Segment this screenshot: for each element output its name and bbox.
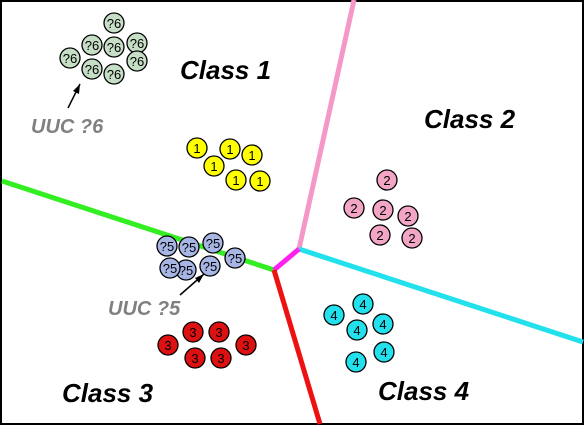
class2-point-label: 2 [383, 173, 390, 188]
class1-point [249, 170, 271, 192]
uuc6-point-label: ?6 [63, 51, 77, 66]
uuc6-point-label: ?6 [130, 54, 144, 69]
class4-point-label: 4 [379, 317, 386, 332]
class4-point-label: 4 [352, 355, 359, 370]
class4-point [346, 319, 368, 341]
class4-point-label: 4 [353, 323, 360, 338]
uuc5-pointer-arrow [179, 273, 205, 296]
uuc5-point [202, 232, 224, 254]
class4-point [323, 304, 345, 326]
class3-point [235, 334, 257, 356]
class2-point [397, 205, 419, 227]
uuc5-point [178, 236, 200, 258]
uuc6-point-label: ?6 [130, 36, 144, 51]
cyan-decision-boundary [298, 246, 584, 345]
uuc5-cluster: ?5?5?5?5?5?5?5 [156, 232, 246, 281]
class2-point-label: 2 [350, 201, 357, 216]
uuc6-point-label: ?6 [107, 16, 121, 31]
uuc6-point [103, 12, 125, 34]
class4-point [352, 293, 374, 315]
class1-point [186, 137, 208, 159]
class2-point-label: 2 [376, 228, 383, 243]
uuc5-point-label: ?5 [203, 259, 217, 274]
uuc6-pointer-arrow [67, 83, 81, 109]
uuc5-point [159, 257, 181, 279]
class3-point-label: 3 [191, 351, 198, 366]
magenta-decision-boundary [272, 247, 301, 272]
class2-point-label: 2 [404, 209, 411, 224]
class2-point [376, 169, 398, 191]
uuc5-point-label: ?5 [182, 240, 196, 255]
uuc6-point-label: ?6 [107, 40, 121, 55]
uuc6-point [103, 63, 125, 85]
class4-point-label: 4 [330, 308, 337, 323]
uuc5-point [156, 235, 178, 257]
uuc6-point [126, 50, 148, 72]
red-decision-boundary [271, 269, 323, 425]
uuc6-cluster: ?6 ?6 ?6 ?6 ?6 ?6 ?6 ?6 [59, 12, 148, 85]
class1-point [219, 138, 241, 160]
class3-point [184, 347, 206, 369]
uuc6-point [59, 47, 81, 69]
class3-point [157, 334, 179, 356]
class3-point-label: 3 [215, 325, 222, 340]
class4-point [345, 351, 367, 373]
uuc5-point-label: ?5 [179, 263, 193, 278]
uuc5-point [224, 247, 246, 269]
class3-cluster: 3 3 3 3 3 3 [157, 321, 257, 369]
uuc6-point [81, 34, 103, 56]
class2-point [343, 197, 365, 219]
class2-point [372, 199, 394, 221]
pink-decision-boundary [296, 0, 357, 250]
uuc6-point-label: ?6 [85, 38, 99, 53]
class2-cluster: 2 2 2 2 2 2 [343, 169, 423, 249]
class2-label: Class 2 [424, 104, 516, 134]
class3-point [208, 321, 230, 343]
uuc5-label: UUC ?5 [108, 298, 181, 320]
class3-point-label: 3 [189, 325, 196, 340]
class2-point-label: 2 [379, 203, 386, 218]
class1-point [241, 144, 263, 166]
class1-point-label: 1 [210, 159, 217, 174]
class3-point-label: 3 [217, 351, 224, 366]
class1-point-label: 1 [248, 148, 255, 163]
uuc6-point [103, 36, 125, 58]
class1-point [225, 169, 247, 191]
class1-point-label: 1 [226, 142, 233, 157]
class3-point [182, 321, 204, 343]
class1-point-label: 1 [193, 141, 200, 156]
class1-label: Class 1 [180, 55, 271, 85]
uuc6-point [81, 58, 103, 80]
class4-point [372, 313, 394, 335]
uuc6-point-label: ?6 [85, 62, 99, 77]
class1-point [203, 155, 225, 177]
class2-point [369, 224, 391, 246]
uuc6-point-label: ?6 [107, 67, 121, 82]
class2-point [401, 227, 423, 249]
uuc6-label: UUC ?6 [31, 116, 104, 138]
uuc5-point [199, 255, 221, 277]
class1-point-label: 1 [256, 174, 263, 189]
class4-point-label: 4 [380, 345, 387, 360]
uuc5-point-label: ?5 [163, 261, 177, 276]
class4-point [373, 341, 395, 363]
class4-point-label: 4 [359, 297, 366, 312]
class1-point-label: 1 [232, 173, 239, 188]
class2-point-label: 2 [408, 231, 415, 246]
class3-point-label: 3 [242, 338, 249, 353]
uuc5-point-label: ?5 [206, 236, 220, 251]
class3-label: Class 3 [62, 378, 154, 408]
class4-label: Class 4 [378, 376, 470, 406]
class3-point-label: 3 [164, 338, 171, 353]
uuc5-point-label: ?5 [228, 251, 242, 266]
class3-point [210, 347, 232, 369]
uuc5-point-label: ?5 [160, 239, 174, 254]
